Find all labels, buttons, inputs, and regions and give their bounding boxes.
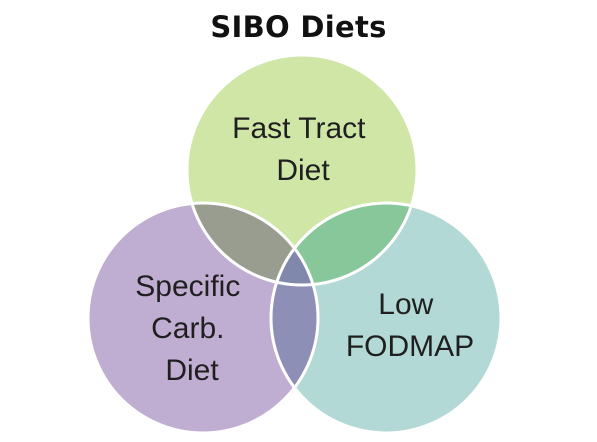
specific-carb-label: Specific Carb. Diet (135, 270, 248, 387)
diagram-title: SIBO Diets (210, 10, 387, 44)
fast-tract-label: Fast Tract Diet (232, 112, 374, 187)
low-fodmap-outline (269, 201, 503, 435)
low-fodmap-label: Low FODMAP (346, 288, 474, 363)
specific-carb-outline (86, 201, 320, 435)
fast-tract-specific-carb-overlap (187, 203, 318, 285)
fast-tract-low-fodmap-overlap (271, 203, 417, 285)
fast-tract-outline (185, 53, 419, 287)
